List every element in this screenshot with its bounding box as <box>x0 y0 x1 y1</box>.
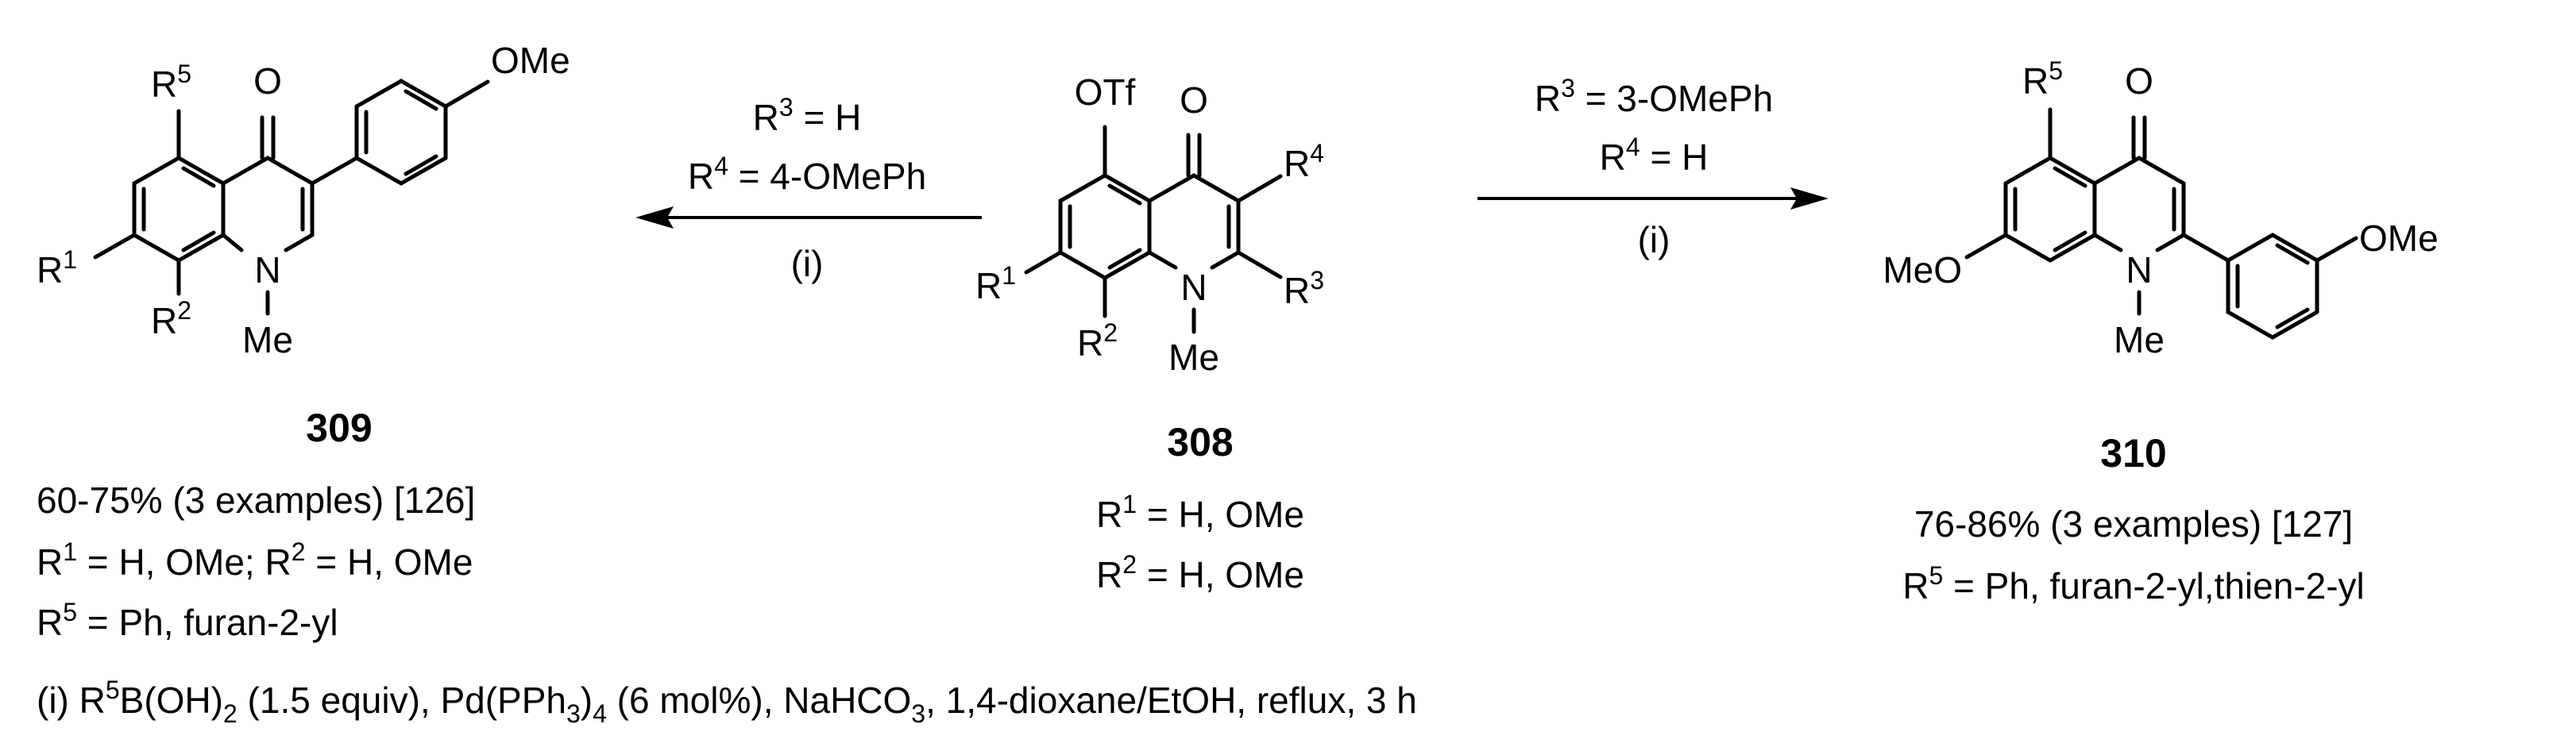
methoxy-label: OMe <box>491 40 570 81</box>
substituents-309-r1-r2: R1 = H, OMe; R2 = H, OMe <box>37 537 473 583</box>
nitrogen-label: N <box>254 249 280 291</box>
n-methyl-label: Me <box>242 319 293 360</box>
compound-number-310: 310 <box>2100 431 2166 476</box>
reaction-conditions-footnote: (i) R5B(OH)2 (1.5 equiv), Pd(PPh3)4 (6 m… <box>37 676 1417 728</box>
n-methyl-label: Me <box>2114 319 2165 360</box>
methoxy-label-right: OMe <box>2359 218 2439 259</box>
triflate-label: OTf <box>1075 71 1136 113</box>
right-arrow-r4-condition: R4 = H <box>1600 133 1709 178</box>
methoxy-label-left: MeO <box>1883 249 1962 291</box>
compound-309-structure: R5 O OMe R1 N Me R2 <box>37 40 570 360</box>
r5-label: R5 <box>151 60 191 105</box>
nitrogen-label: N <box>2126 249 2152 291</box>
left-reaction-arrow <box>635 206 982 229</box>
substituents-308-r1: R1 = H, OMe <box>1096 490 1304 535</box>
compound-number-309: 309 <box>306 406 372 450</box>
substituents-310-r5: R5 = Ph, furan-2-yl,thien-2-yl <box>1902 561 2365 607</box>
r1-label: R1 <box>37 245 77 291</box>
yield-310: 76-86% (3 examples) [127] <box>1914 503 2353 545</box>
compound-308-structure: OTf O R4 R1 N R3 R2 Me <box>975 71 1324 378</box>
r4-label: R4 <box>1284 139 1324 184</box>
r3-label: R3 <box>1284 266 1324 311</box>
left-arrow-r3-condition: R3 = H <box>753 93 862 138</box>
n-methyl-label: Me <box>1168 337 1219 378</box>
carbonyl-oxygen-label: O <box>253 60 282 102</box>
left-arrow-reagent-ref: (i) <box>791 243 824 284</box>
carbonyl-oxygen-label: O <box>2125 60 2153 102</box>
r1-label: R1 <box>975 261 1016 306</box>
r2-label: R2 <box>1077 318 1118 364</box>
compound-number-308: 308 <box>1167 420 1233 464</box>
r5-label: R5 <box>2022 56 2063 102</box>
compound-310-structure: R5 O MeO N Me OMe <box>1883 56 2438 360</box>
right-arrow-reagent-ref: (i) <box>1638 219 1670 260</box>
left-arrow-r4-condition: R4 = 4-OMePh <box>688 152 926 197</box>
nitrogen-label: N <box>1180 267 1207 308</box>
r2-label: R2 <box>151 296 191 341</box>
substituents-308-r2: R2 = H, OMe <box>1096 550 1304 595</box>
carbonyl-oxygen-label: O <box>1180 79 1208 121</box>
right-reaction-arrow <box>1477 187 1829 210</box>
yield-309: 60-75% (3 examples) [126] <box>37 479 475 521</box>
right-arrow-r3-condition: R3 = 3-OMePh <box>1535 74 1773 119</box>
substituents-309-r5: R5 = Ph, furan-2-yl <box>37 598 338 643</box>
